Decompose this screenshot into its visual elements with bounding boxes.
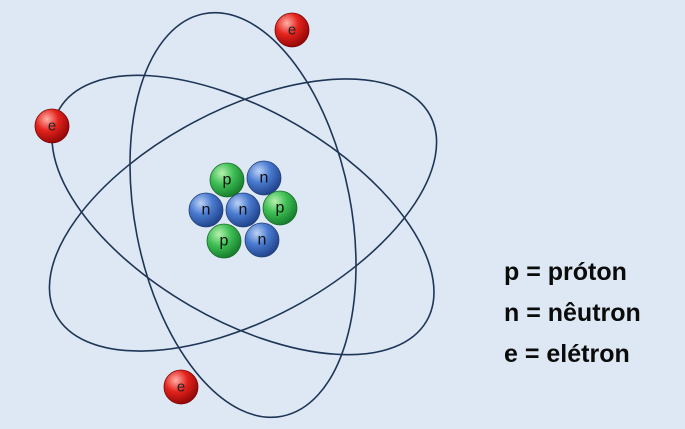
proton-label: p xyxy=(276,200,285,217)
electron-sphere xyxy=(34,108,70,144)
electron-label: e xyxy=(288,22,296,39)
proton-sphere xyxy=(209,162,245,198)
neutron-label: n xyxy=(258,232,267,249)
proton-label: p xyxy=(223,172,232,189)
orbit-diagonal-up xyxy=(48,78,438,352)
legend-neutron: n = nêutron xyxy=(504,299,641,327)
neutron-label: n xyxy=(260,170,269,187)
proton-particle: p xyxy=(209,162,245,198)
legend-proton: p = próton xyxy=(504,258,627,286)
electron-sphere xyxy=(163,369,199,405)
neutron-sphere xyxy=(246,160,282,196)
electron-sphere xyxy=(274,12,310,48)
neutron-label: n xyxy=(202,202,211,219)
orbit-vertical xyxy=(129,11,357,419)
legend: p = próton n = nêutron e = elétron xyxy=(504,252,679,375)
orbit-diagonal-down xyxy=(51,74,435,356)
proton-sphere xyxy=(262,190,298,226)
neutron-label: n xyxy=(239,202,248,219)
proton-particle: p xyxy=(206,223,242,259)
electron-particle: e xyxy=(34,108,70,144)
legend-electron: e = elétron xyxy=(504,340,630,368)
neutron-particle: n xyxy=(225,192,261,228)
neutron-particle: n xyxy=(246,160,282,196)
proton-particle: p xyxy=(262,190,298,226)
electrons: e e e xyxy=(34,12,310,405)
electron-particle: e xyxy=(163,369,199,405)
neutron-sphere xyxy=(188,192,224,228)
neutron-sphere xyxy=(225,192,261,228)
neutron-sphere xyxy=(244,222,280,258)
neutron-particle: n xyxy=(188,192,224,228)
electron-label: e xyxy=(48,118,56,135)
neutron-particle: n xyxy=(244,222,280,258)
orbits xyxy=(48,11,438,419)
proton-label: p xyxy=(220,233,229,250)
electron-label: e xyxy=(177,379,185,396)
electron-particle: e xyxy=(274,12,310,48)
proton-sphere xyxy=(206,223,242,259)
